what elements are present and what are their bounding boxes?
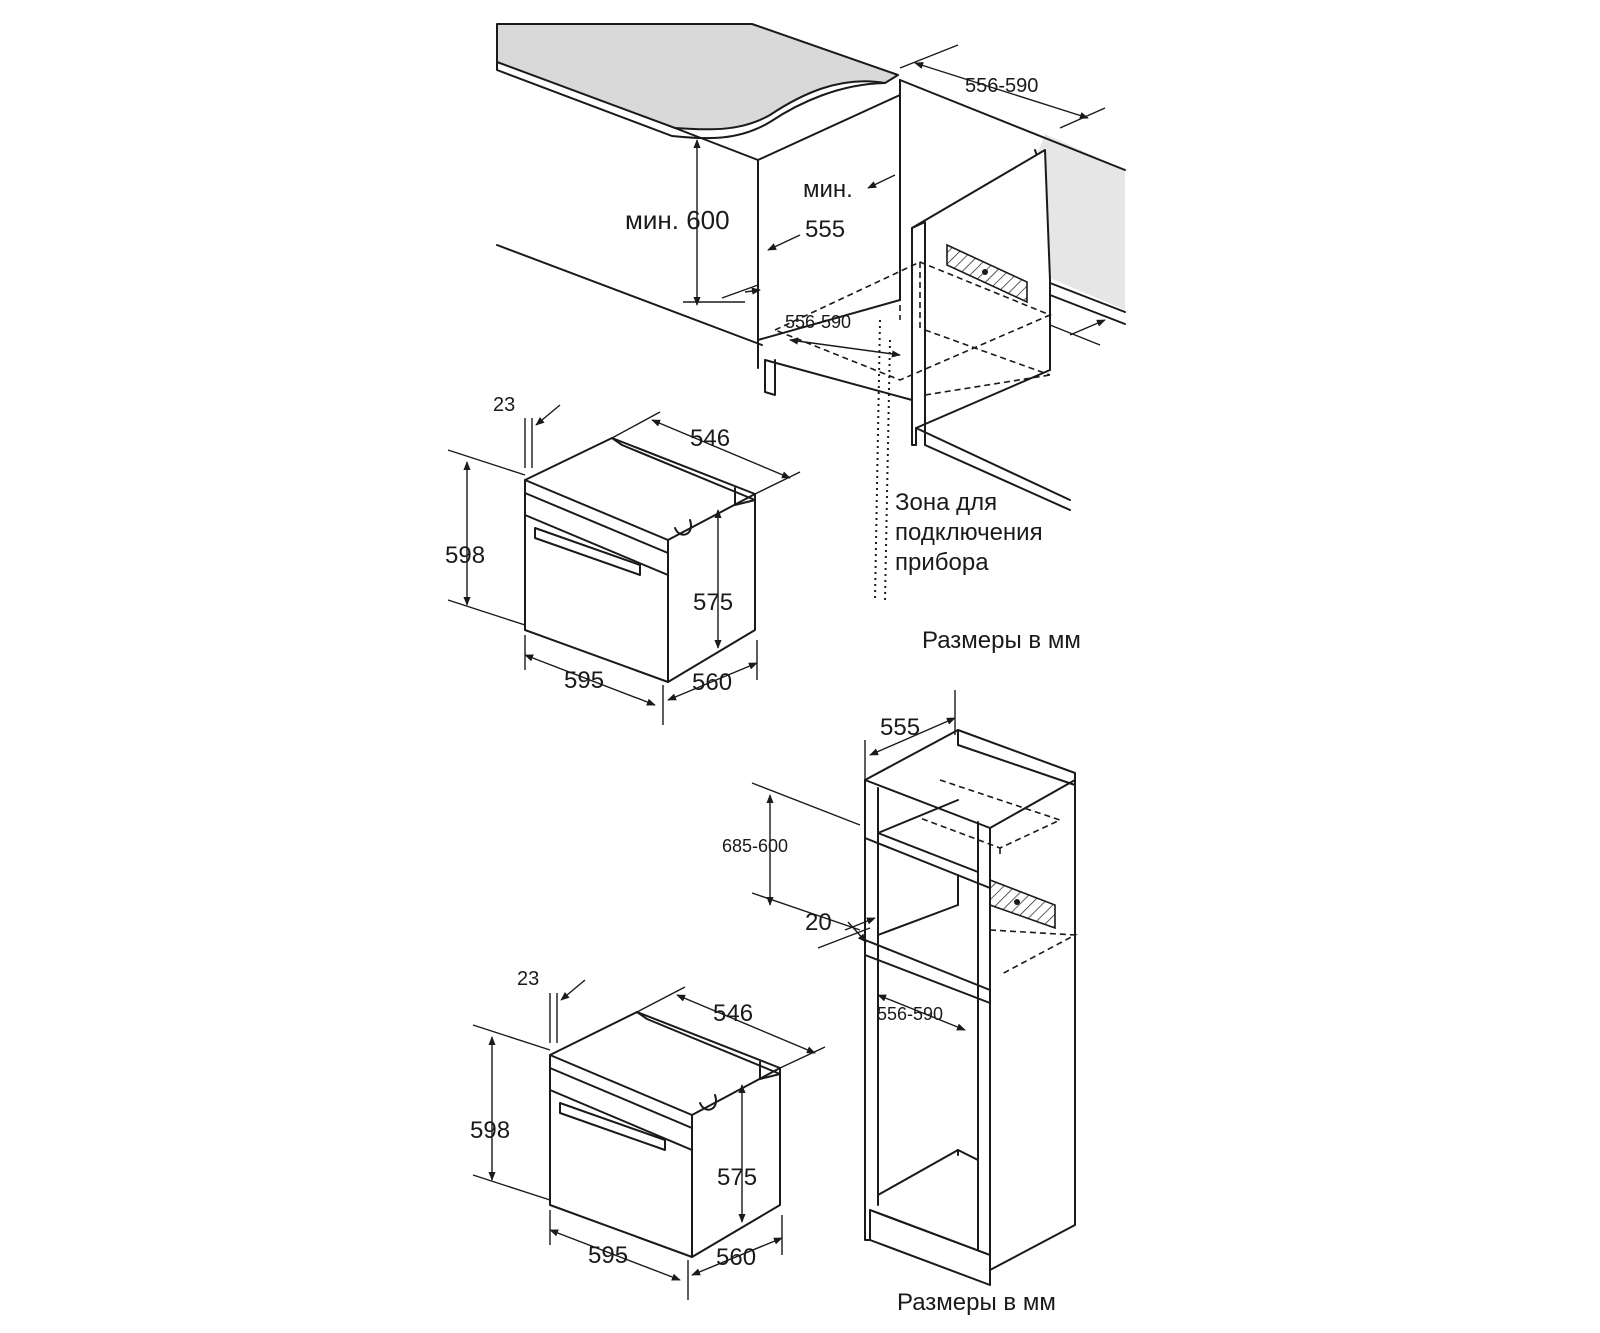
oven-handle-1 — [534, 527, 641, 576]
label-556-590-tall: 556-590 — [877, 1004, 943, 1024]
under-counter-niche — [496, 23, 1126, 601]
countertop — [496, 23, 899, 131]
label-zone-1: Зона для — [895, 489, 997, 516]
oven2-dim-598: 598 — [470, 1117, 510, 1144]
oven1-dim-546: 546 — [690, 425, 730, 452]
label-sizes-mm-1: Размеры в мм — [922, 627, 1081, 654]
oven-drawing-2 — [472, 979, 826, 1300]
label-685-600: 685-600 — [722, 836, 788, 856]
label-min: мин. — [803, 176, 853, 203]
oven2-dim-575: 575 — [717, 1164, 757, 1191]
label-555-tall: 555 — [880, 714, 920, 741]
oven2-dim-23: 23 — [517, 968, 539, 990]
label-556-590-top-mid: 556-590 — [785, 312, 851, 332]
oven1-dim-595: 595 — [564, 667, 604, 694]
label-sizes-mm-2: Размеры в мм — [897, 1289, 1056, 1316]
label-556-590-top-right: 556-590 — [965, 75, 1038, 97]
tall-cabinet-niche — [751, 690, 1078, 1286]
label-20: 20 — [805, 909, 832, 936]
label-555-top: 555 — [805, 216, 845, 243]
label-zone-2: подключения — [895, 519, 1043, 546]
oven1-dim-598: 598 — [445, 542, 485, 569]
oven2-dim-560: 560 — [716, 1244, 756, 1271]
connection-zone-tall — [989, 878, 1056, 930]
labels: мин. 600 мин. 555 556-590 556-590 Зона д… — [445, 75, 1081, 1316]
oven-handle-2 — [559, 1102, 666, 1151]
label-min-600: мин. 600 — [625, 205, 730, 235]
oven2-dim-595: 595 — [588, 1242, 628, 1269]
oven1-dim-575: 575 — [693, 589, 733, 616]
label-zone-3: прибора — [895, 549, 989, 576]
oven1-dim-560: 560 — [692, 669, 732, 696]
right-wall — [1033, 134, 1125, 310]
oven-drawing-1 — [447, 404, 801, 725]
right-cabinet-panel — [911, 149, 1051, 446]
oven2-dim-546: 546 — [713, 1000, 753, 1027]
oven1-dim-23: 23 — [493, 394, 515, 416]
